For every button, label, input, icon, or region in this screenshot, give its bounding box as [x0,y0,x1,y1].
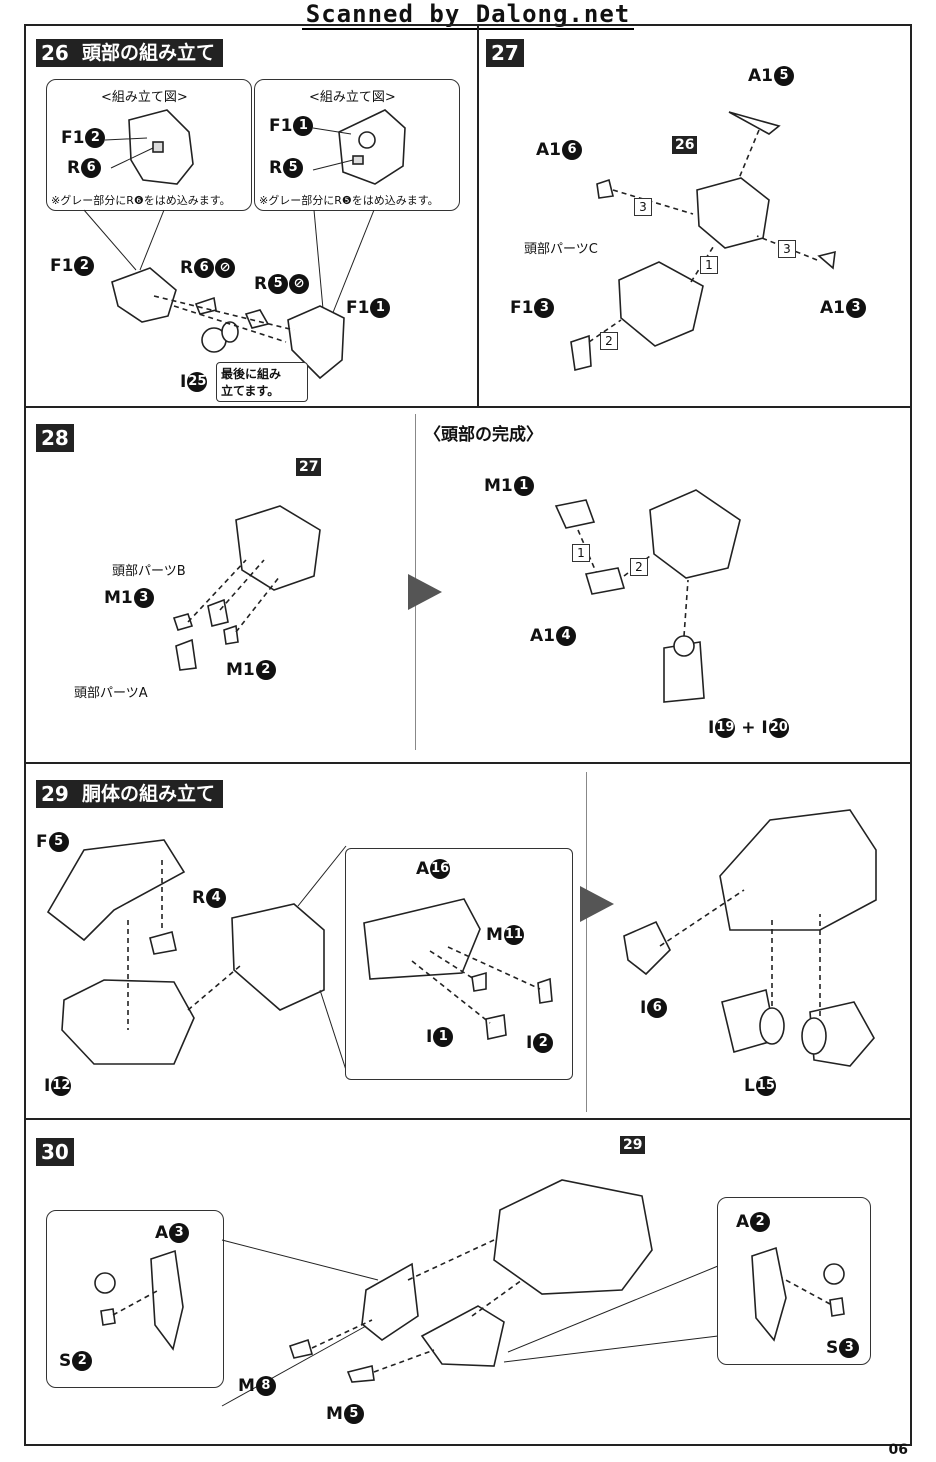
assembly-view-title: <組み立て図> [101,90,188,105]
head-complete-diagram [554,489,741,703]
divider-col3 [586,772,587,1112]
left-detail-diagram [94,1249,184,1351]
step-29-right-diagram [623,809,877,1067]
divider-row2 [24,762,910,764]
step-28-diagram [172,505,321,671]
callout-last-assembly: 最後に組み 立てます。 [216,362,308,402]
step-26-title: 頭部の組み立て [74,39,224,67]
seq-3-right: 3 [778,240,796,258]
ref-step-27: 27 [296,458,322,476]
step-28-number: 28 [36,424,74,452]
scan-header: Scanned by Dalong.net [0,0,936,30]
seq-1-s28: 1 [572,544,590,562]
divider-row1 [24,406,910,408]
step-29-title: 胴体の組み立て [74,780,224,808]
assembly-view-title-2: <組み立て図> [309,90,396,105]
right-detail-diagram [751,1246,845,1342]
step-27-number: 27 [486,39,524,67]
cut-icon: ⊘ [215,258,236,278]
cut-icon-2: ⊘ [289,274,310,294]
label-head-part-b: 頭部パーツB [112,564,186,579]
page-frame [24,24,912,1446]
step-27-diagram [570,111,836,371]
seq-1: 1 [700,256,718,274]
divider-row3 [24,1118,910,1120]
ref-step-29: 29 [620,1136,646,1154]
label-head-part-c: 頭部パーツC [524,242,598,257]
head-assembly-left-icon [104,109,194,185]
page-number: 06 [888,1442,908,1458]
step-30-number: 30 [36,1138,74,1166]
head-complete-title: 〈頭部の完成〉 [424,425,543,445]
ref-step-26: 26 [672,136,698,154]
note-left: ※グレー部分にR❻をはめ込みます。 [51,194,231,207]
seq-2: 2 [600,332,618,350]
seq-3-left: 3 [634,198,652,216]
head-assembly-right-icon [312,109,406,185]
note-right: ※グレー部分にR❺をはめ込みます。 [259,194,439,207]
step-29-left-diagram [46,839,347,1071]
step-29-number: 29 [36,780,74,808]
arrow-next-icon [408,574,442,610]
step-30-diagram [221,1179,719,1407]
step-26-number: 26 [36,39,74,67]
arrow-next-icon-2 [580,886,614,922]
step-26-diagram [83,209,375,380]
divider-col1 [477,24,479,407]
label-head-part-a: 頭部パーツA [74,686,148,701]
detail-parts-diagram [363,898,553,1040]
seq-2-s28: 2 [630,558,648,576]
